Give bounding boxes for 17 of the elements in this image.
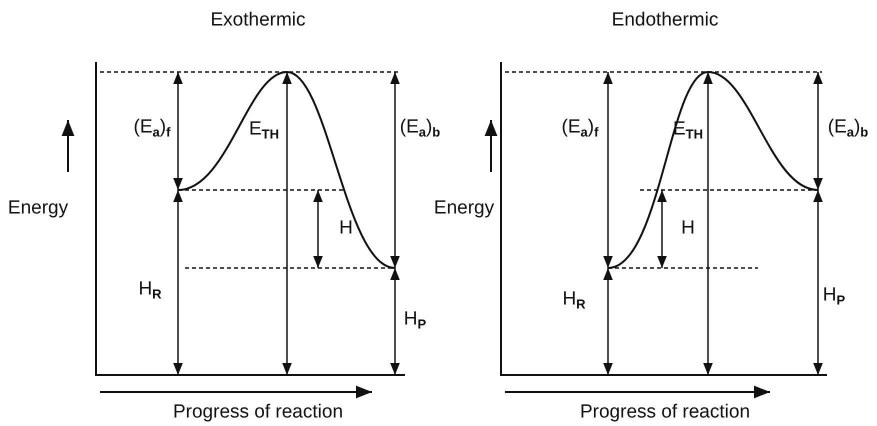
axis-label: (E$_{a}$)$_{b}$ <box>828 118 868 138</box>
axis-label: E$_{TH}$ <box>248 120 280 140</box>
axis-label: Energy <box>434 198 494 218</box>
axis-label: H$_{P}$ <box>822 286 846 306</box>
panel-title: Endothermic <box>612 10 718 30</box>
axis-label: H <box>681 218 695 238</box>
axis-label: H$_{P}$ <box>404 310 426 330</box>
axis-label: H$_{R}$ <box>138 280 162 300</box>
axis-label: Progress of reaction <box>580 402 750 422</box>
axis-label: H <box>339 218 353 238</box>
panel-title: Exothermic <box>210 10 306 30</box>
axis-label: (E$_{a}$)$_{b}$ <box>400 118 440 138</box>
axis-label: Energy <box>8 198 68 218</box>
axis-label: (E$_{a}$)$_{f}$ <box>562 118 598 138</box>
axis-label: (E$_{a}$)$_{f}$ <box>134 118 170 138</box>
axis-label: Progress of reaction <box>172 402 344 422</box>
axis-label: H$_{R}$ <box>562 290 586 310</box>
